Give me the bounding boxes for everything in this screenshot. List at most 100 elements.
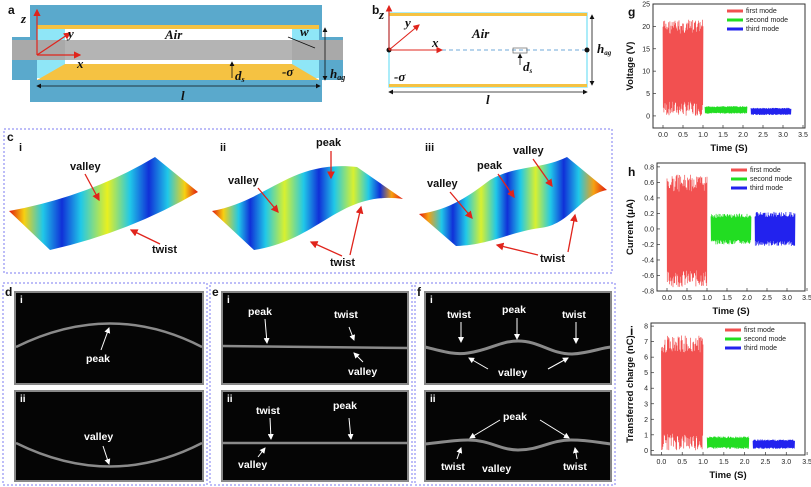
y-axis-title: Voltage (V)	[625, 42, 636, 91]
ds-label: ds	[235, 68, 245, 84]
right-anchor	[584, 47, 590, 53]
annotation-peak: peak	[248, 306, 272, 318]
subpanel-c-iii-label: iii	[425, 142, 434, 154]
series-second-mode	[710, 213, 752, 245]
x-tick-label: 3.5	[798, 132, 808, 139]
x-tick-label: 0.5	[677, 459, 687, 466]
y-axis-title: Transferred charge (nC)	[625, 335, 636, 443]
x-tick-label: 1.5	[718, 132, 728, 139]
twist-arrow	[348, 326, 356, 341]
x-axis-label: x	[431, 35, 439, 50]
annotation-twist-left: twist	[441, 461, 465, 473]
x-tick-label: 2.5	[761, 459, 771, 466]
legend-entry: first mode	[744, 327, 775, 334]
valley-arrow	[84, 173, 100, 202]
y-tick-label: 6	[644, 355, 648, 362]
photo-f-i-label: i	[430, 295, 433, 306]
panel-a-device-schematic: a z y x Air w ds -σ hag l	[8, 3, 345, 103]
y-tick-label: -0.2	[642, 242, 654, 249]
twist-arrow-left	[456, 447, 463, 460]
annotation-valley: valley	[498, 367, 527, 379]
annotation-twist-left: twist	[447, 309, 471, 321]
series-third-mode	[754, 211, 796, 247]
annotation-valley-left: valley	[427, 178, 458, 190]
hag-label: hag	[330, 66, 345, 82]
twist-arrow	[129, 229, 161, 245]
y-tick-label: 0.2	[644, 211, 654, 218]
series-third-mode	[752, 439, 795, 449]
y-tick-label: 0.6	[644, 180, 654, 187]
x-tick-label: 3.5	[802, 295, 811, 302]
y-axis-label: y	[403, 15, 411, 30]
w-dimension	[287, 36, 316, 49]
valley-arrow-right	[532, 158, 553, 188]
panel-label-b: b	[372, 3, 379, 17]
annotation-twist: twist	[256, 405, 280, 417]
x-tick-label: 1.5	[722, 295, 732, 302]
x-tick-label: 3.0	[782, 295, 792, 302]
second-mode-surface	[212, 166, 403, 250]
y-tick-label: 8	[644, 324, 648, 331]
x-tick-label: 3.5	[802, 459, 811, 466]
membrane-element	[512, 47, 528, 54]
panel-label-d: d	[5, 285, 12, 299]
panel-label-i: i	[630, 324, 633, 338]
first-mode-surface	[9, 157, 198, 250]
third-mode-surface	[419, 157, 607, 246]
legend-entry: third mode	[746, 26, 779, 33]
panel-label-g: g	[628, 5, 635, 19]
ds-label: ds	[523, 59, 533, 75]
panel-d-first-mode-photos: d i peak ii valley	[2, 282, 208, 486]
sigma-label: -σ	[394, 69, 406, 84]
y-tick-label: 0.8	[644, 164, 654, 171]
y-tick-label: 0	[644, 448, 648, 455]
valley-arrow	[353, 352, 364, 363]
annotation-peak: peak	[503, 411, 527, 423]
y-tick-label: 5	[644, 370, 648, 377]
x-axis-title: Time (S)	[709, 470, 746, 481]
annotation-twist-right: twist	[563, 461, 587, 473]
x-tick-label: 2.0	[742, 295, 752, 302]
legend-entry: second mode	[746, 17, 788, 24]
top-electrode	[389, 13, 587, 16]
x-tick-label: 0.5	[682, 295, 692, 302]
y-tick-label: 2	[644, 417, 648, 424]
peak-arrow	[100, 327, 111, 351]
photo-d-i-label: i	[20, 295, 23, 306]
x-tick-label: 3.0	[781, 459, 791, 466]
valley-arrow	[257, 187, 279, 213]
y-tick-label: 4	[644, 386, 648, 393]
annotation-peak: peak	[502, 304, 526, 316]
legend-entry: third mode	[750, 185, 783, 192]
hag-label: hag	[597, 41, 612, 57]
membrane-curve	[15, 441, 203, 468]
peak-arrow	[263, 318, 270, 344]
y-tick-label: -0.6	[642, 273, 654, 280]
legend-entry: first mode	[746, 8, 777, 15]
w-label: w	[300, 24, 309, 39]
annotation-peak: peak	[333, 400, 357, 412]
x-tick-label: 2.0	[740, 459, 750, 466]
output-charts: g first mode second mode third mode 0.0 0.5 1.…	[625, 2, 811, 482]
twist-arrow-right	[567, 213, 578, 253]
panel-label-h: h	[628, 165, 635, 179]
annotation-twist: twist	[330, 257, 355, 269]
legend-entry: second mode	[744, 336, 786, 343]
annotation-valley: valley	[238, 459, 267, 471]
x-tick-label: 0.0	[657, 459, 667, 466]
valley-arrow-left	[468, 357, 489, 370]
y-axis-arrow	[36, 32, 71, 56]
membrane-line	[221, 344, 409, 350]
z-axis-label: z	[20, 11, 27, 26]
membrane-curve	[15, 322, 203, 349]
peak-arrow-left	[469, 419, 501, 439]
y-tick-label: 0.0	[644, 226, 654, 233]
annotation-valley: valley	[482, 463, 511, 475]
panel-c-mode-simulations: c i valley twist ii peak valley twist ii…	[3, 128, 613, 274]
x-tick-label: 0.0	[658, 132, 668, 139]
y-tick-label: 10	[642, 69, 650, 76]
membrane-curve	[424, 438, 612, 452]
